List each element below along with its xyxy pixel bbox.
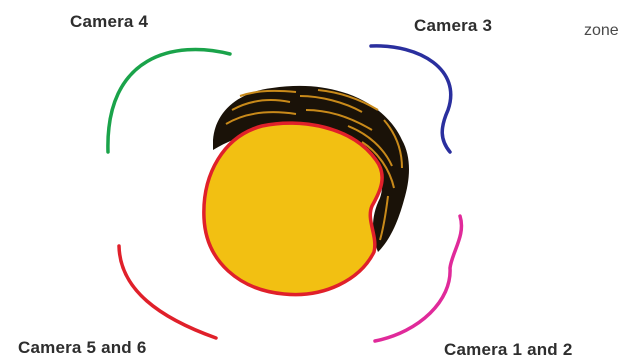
face-shape: [204, 123, 382, 294]
camera-1-and-2-label: Camera 1 and 2: [444, 340, 572, 360]
camera-5-and-6-label: Camera 5 and 6: [18, 338, 146, 358]
camera-3-label: Camera 3: [414, 16, 492, 36]
camera-4-label: Camera 4: [70, 12, 148, 32]
camera-4-arc: [108, 50, 230, 152]
camera-5-and-6-arc: [119, 246, 216, 338]
zone-label: zone: [584, 22, 619, 40]
subject-head: [204, 86, 409, 295]
